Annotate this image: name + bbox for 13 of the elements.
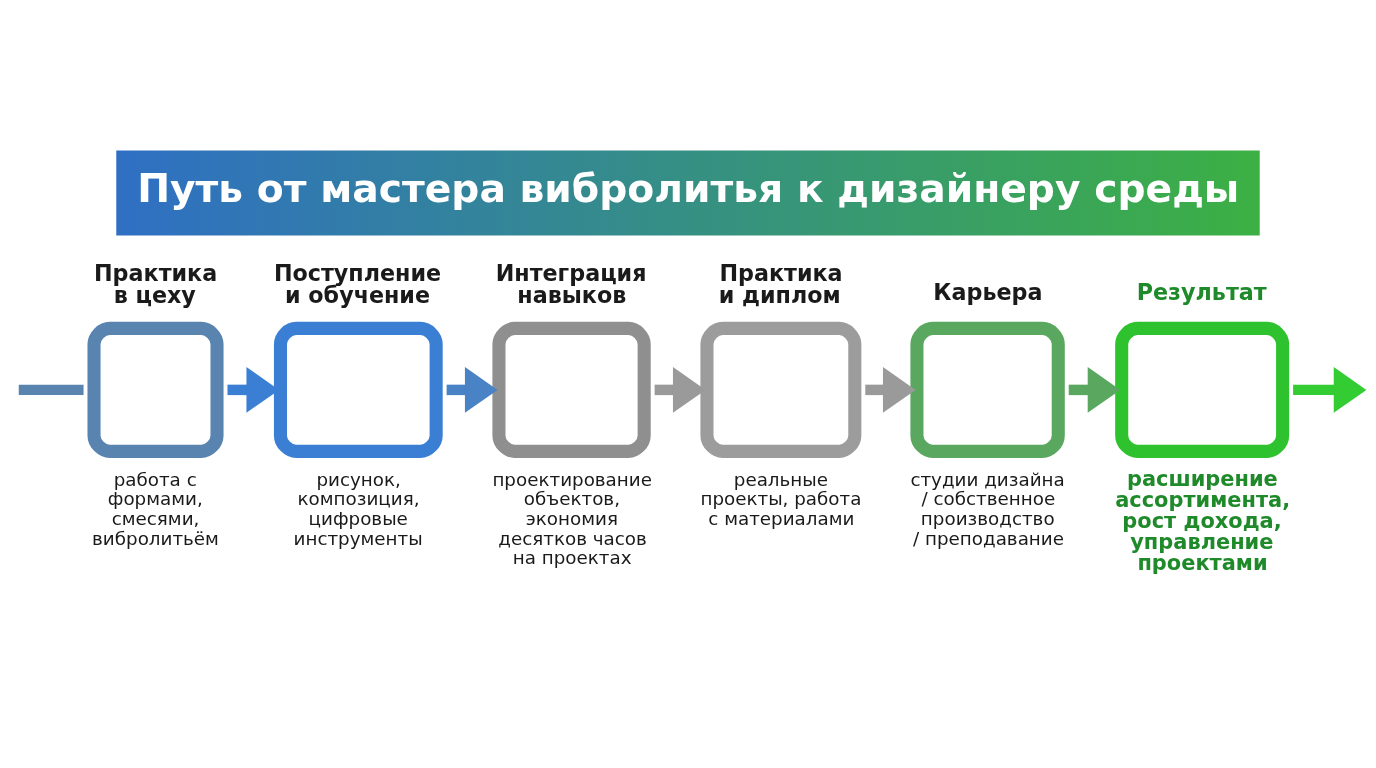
node-label: реальные проекты, работа с материалами xyxy=(700,468,862,529)
node-label: работа с формами, смесями, вибролитьём xyxy=(92,468,219,549)
node-label: рисунок, композиция, цифровые инструменты xyxy=(293,468,423,549)
node-label: Поступление и обучение xyxy=(273,259,442,309)
node-label: Практика в цеху xyxy=(94,259,218,309)
node-label: проектирование объектов, экономия десятков часов на проектах xyxy=(492,468,652,569)
node-label: студии дизайна / собственное производство / преподавание xyxy=(910,468,1065,549)
node-label: Интеграция навыков xyxy=(495,259,647,309)
diagram-title: Путь от мастера вибролитья к дизайнеру среды xyxy=(137,166,1240,212)
node-label: Результат xyxy=(1136,279,1267,306)
node-label: расширение ассортимента, рост дохода, управление проектами xyxy=(1115,467,1291,576)
node-label: Практика и диплом xyxy=(718,259,843,309)
node-label: Карьера xyxy=(933,279,1043,306)
